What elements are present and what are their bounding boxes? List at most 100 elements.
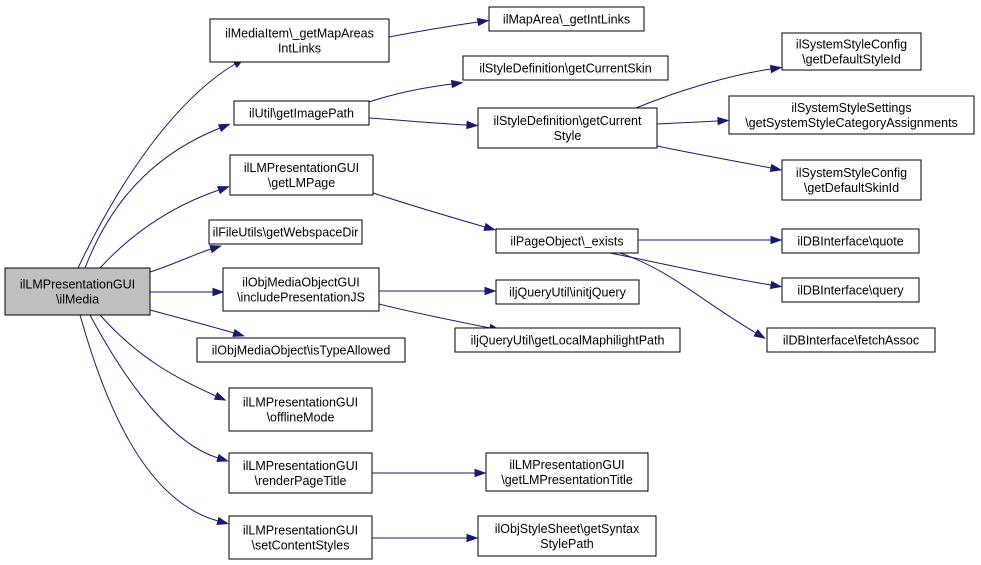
edge-line [368, 83, 453, 103]
node-box [454, 327, 681, 353]
edge-line [149, 248, 212, 273]
node-label: ilStyleDefinition\getCurrent [494, 114, 643, 128]
node-box [495, 228, 639, 254]
node-label: ilLMPresentationGUI [244, 161, 359, 175]
graph-node[interactable]: ilFileUtils\getWebspaceDir [208, 219, 363, 245]
graph-node[interactable]: ilPageObject\_exists [495, 228, 639, 254]
edge-root-n11 [149, 245, 222, 273]
graph-node[interactable]: iljQueryUtil\getLocalMaphilightPath [454, 327, 681, 353]
node-box [485, 452, 649, 492]
edge-line [368, 117, 468, 126]
arrowhead-icon [466, 533, 479, 543]
node-label: iljQueryUtil\initjQuery [509, 286, 626, 300]
edge-n5-n6 [635, 64, 783, 109]
graph-node[interactable]: ilDBInterface\query [781, 277, 920, 303]
arrowhead-icon [770, 235, 783, 245]
arrowhead-icon [217, 123, 231, 133]
edge-line [372, 192, 486, 228]
edge-line [79, 314, 219, 522]
graph-node[interactable]: ilStyleDefinition\getCurrentSkin [462, 55, 669, 81]
node-label: \renderPageTitle [255, 474, 347, 488]
arrowhead-icon [474, 468, 487, 478]
node-label: ilLMPresentationGUI [509, 458, 624, 472]
node-box [228, 515, 373, 560]
edge-n1-n2 [388, 17, 490, 38]
node-label: ilLMPresentationGUI [243, 459, 358, 473]
node-label: ilLMPresentationGUI [243, 396, 358, 410]
node-box [477, 515, 657, 557]
graph-node[interactable]: ilMapArea\_getIntLinks [488, 6, 645, 32]
node-label: ilUtil\getImagePath [249, 107, 354, 121]
arrowhead-icon [717, 116, 730, 126]
node-label: \getDefaultStyleId [802, 53, 901, 67]
node-label: ilSystemStyleConfig [796, 38, 907, 52]
edge-root-n20 [89, 314, 230, 462]
edge-n22-n23 [372, 533, 479, 543]
node-label: \getLMPage [268, 176, 335, 190]
edge-root-n13 [150, 287, 225, 297]
node-box [229, 154, 374, 196]
graph-node[interactable]: ilUtil\getImagePath [233, 100, 370, 126]
arrowhead-icon [753, 329, 766, 339]
edge-line [378, 303, 491, 329]
node-label: Style [554, 129, 582, 143]
node-label: \ilMedia [56, 293, 99, 307]
edge-line [77, 63, 236, 269]
edge-n13-n17 [378, 303, 502, 333]
node-label: ilPageObject\_exists [510, 235, 623, 249]
node-box [781, 277, 920, 303]
node-label: ilMapArea\_getIntLinks [503, 13, 630, 27]
graph-node[interactable]: ilDBInterface\fetchAssoc [766, 327, 936, 353]
edge-n10-n12 [638, 235, 783, 245]
arrowhead-icon [209, 245, 222, 254]
graph-node[interactable]: ilSystemStyleConfig\getDefaultSkinId [781, 159, 922, 201]
nodes-layer: ilLMPresentationGUI\ilMediailMediaItem\_… [4, 6, 975, 560]
edges-layer [77, 17, 783, 543]
arrowhead-icon [769, 280, 783, 290]
arrowhead-icon [466, 120, 479, 130]
graph-node[interactable]: ilObjMediaObject\isTypeAllowed [196, 337, 406, 363]
node-label: \setContentStyles [252, 539, 350, 553]
graph-node[interactable]: ilLMPresentationGUI\setContentStyles [228, 515, 373, 560]
graph-node[interactable]: ilSystemStyleSettings\getSystemStyleCate… [728, 95, 975, 135]
edge-n9-n10 [372, 192, 497, 231]
graph-node[interactable]: ilDBInterface\quote [781, 228, 920, 254]
graph-node[interactable]: iljQueryUtil\initjQuery [495, 279, 640, 305]
arrowhead-icon [213, 391, 227, 401]
node-label: ilDBInterface\query [797, 284, 904, 298]
graph-node[interactable]: ilObjMediaObjectGUI\includePresentationJ… [222, 267, 380, 312]
node-box [228, 387, 373, 432]
root-node[interactable]: ilLMPresentationGUI\ilMedia [4, 267, 151, 316]
graph-node[interactable]: ilLMPresentationGUI\getLMPage [229, 154, 374, 196]
node-box [781, 32, 922, 71]
edge-n4-n5 [368, 117, 479, 130]
arrowhead-icon [483, 222, 497, 231]
node-label: \getDefaultSkinId [804, 181, 899, 195]
node-box [495, 279, 640, 305]
node-label: ilDBInterface\fetchAssoc [783, 334, 919, 348]
arrowhead-icon [216, 516, 230, 525]
node-label: \offlineMode [267, 411, 335, 425]
node-box [477, 107, 658, 149]
arrowhead-icon [769, 163, 783, 173]
arrowhead-icon [484, 286, 497, 296]
edge-root-n16 [149, 309, 246, 337]
node-box [4, 267, 151, 316]
node-label: ilDBInterface\quote [797, 235, 903, 249]
graph-node[interactable]: ilLMPresentationGUI\renderPageTitle [228, 452, 373, 494]
node-box [233, 100, 370, 126]
graph-node[interactable]: ilLMPresentationGUI\offlineMode [228, 387, 373, 432]
edge-line [89, 314, 219, 459]
node-label: ilStyleDefinition\getCurrentSkin [479, 62, 651, 76]
edge-n5-n7 [656, 116, 730, 126]
edge-n20-n21 [372, 468, 487, 478]
graph-node[interactable]: ilLMPresentationGUI\getLMPresentationTit… [485, 452, 649, 492]
node-label: ilLMPresentationGUI [20, 278, 135, 292]
edge-line [99, 189, 220, 269]
edge-n10-n18 [619, 252, 766, 339]
graph-node[interactable]: ilSystemStyleConfig\getDefaultStyleId [781, 32, 922, 71]
